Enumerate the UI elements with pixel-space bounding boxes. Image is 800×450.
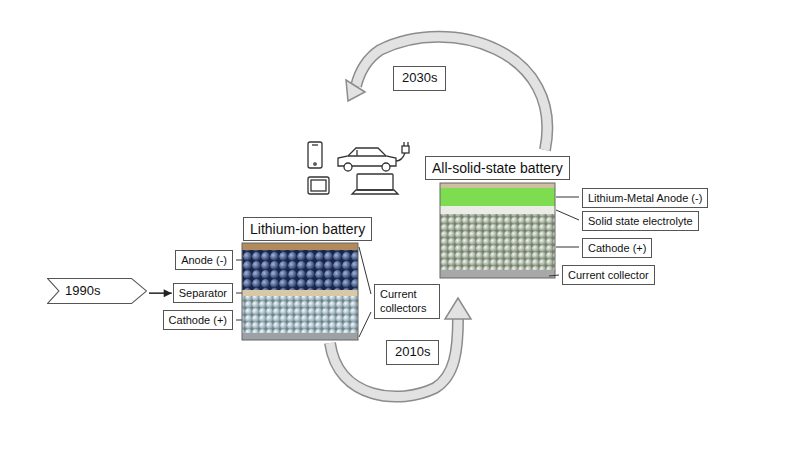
label-text: 2010s <box>395 344 430 361</box>
part-label-box: Separator <box>173 283 233 303</box>
label-text: Separator <box>179 286 227 300</box>
part-label-box: Lithium-Metal Anode (-) <box>582 188 708 208</box>
part-label-box: Cathode (+) <box>163 310 233 330</box>
label-text: 1990s <box>47 278 147 304</box>
curved-arrow <box>346 37 547 150</box>
lithium-ion-cell-picture <box>242 243 358 340</box>
label-text: Cathode (+) <box>169 313 227 327</box>
title-box: All-solid-state battery <box>425 156 570 180</box>
label-text: Lithium-Metal Anode (-) <box>588 191 702 205</box>
year-arrow-box: 1990s <box>47 278 147 304</box>
connector-arrow <box>149 289 172 297</box>
label-text: Cathode (+) <box>588 241 646 255</box>
part-label-box: Solid state electrolyte <box>582 211 699 231</box>
leader-lines <box>236 197 579 337</box>
label-text: 2030s <box>402 70 437 87</box>
label-text: All-solid-state battery <box>432 159 563 177</box>
device-icons <box>308 142 409 194</box>
part-label-box: Current collector <box>562 265 655 285</box>
label-text: Current collectors <box>380 287 434 316</box>
label-text: Current collector <box>568 268 649 282</box>
label-text: Lithium-ion battery <box>250 220 365 238</box>
label-text: Anode (-) <box>181 253 227 267</box>
year-box: 2010s <box>386 340 439 365</box>
solid-state-cell-picture <box>440 183 555 278</box>
part-label-box: Cathode (+) <box>582 238 652 258</box>
label-text: Solid state electrolyte <box>588 214 693 228</box>
part-label-box: Anode (-) <box>175 250 233 270</box>
title-box: Lithium-ion battery <box>243 217 372 241</box>
part-label-box: Current collectors <box>374 284 440 319</box>
year-box: 2030s <box>393 66 446 91</box>
